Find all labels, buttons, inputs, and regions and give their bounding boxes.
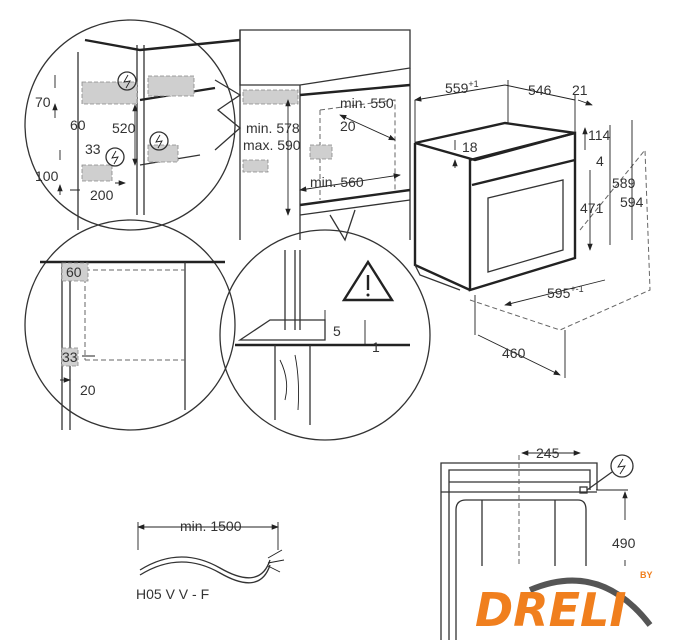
dim-20: 20 bbox=[80, 382, 96, 398]
logo-text: DRELI bbox=[475, 583, 626, 637]
dim-1: 1 bbox=[372, 339, 380, 355]
power-icon bbox=[117, 71, 137, 91]
dim-114: 114 bbox=[588, 127, 611, 143]
dreli-logo: DRELI BY bbox=[466, 566, 676, 640]
dim-70: 70 bbox=[35, 94, 51, 110]
cabinet-niche: min. 550 min. 578 max. 590 20 min. 560 bbox=[239, 29, 411, 240]
dim-559: 559+1 bbox=[445, 79, 479, 96]
cable-type: H05 V V - F bbox=[136, 586, 209, 602]
detail-circle-left: 60 33 20 bbox=[24, 219, 236, 431]
dim-460: 460 bbox=[502, 345, 526, 361]
dim-min-560: min. 560 bbox=[310, 174, 364, 190]
power-icon bbox=[149, 131, 169, 151]
dim-200: 200 bbox=[90, 187, 114, 203]
detail-circle-top: 70 60 520 33 100 200 bbox=[24, 19, 241, 231]
cable-length: min. 1500 bbox=[180, 518, 242, 534]
dim-595: 595+-1 bbox=[547, 284, 584, 301]
dim-589: 589 bbox=[612, 175, 636, 191]
dim-546: 546 bbox=[528, 82, 552, 98]
oven-dimensions: 559+1 546 21 18 114 4 589 594 471 595+-1… bbox=[415, 79, 651, 378]
dim-4: 4 bbox=[596, 153, 604, 169]
dim-20: 20 bbox=[340, 118, 356, 134]
dim-245: 245 bbox=[536, 445, 560, 461]
dim-21: 21 bbox=[572, 82, 588, 98]
dim-100: 100 bbox=[35, 168, 59, 184]
dim-min-578: min. 578 bbox=[246, 120, 300, 136]
power-icon bbox=[610, 454, 634, 478]
power-icon bbox=[105, 147, 125, 167]
dim-490: 490 bbox=[612, 535, 636, 551]
dim-min-550: min. 550 bbox=[340, 95, 394, 111]
dim-471: 471 bbox=[580, 200, 604, 216]
dim-594: 594 bbox=[620, 194, 644, 210]
side-view: 245 490 bbox=[440, 445, 636, 640]
dim-5: 5 bbox=[333, 323, 341, 339]
dim-60: 60 bbox=[66, 264, 82, 280]
dim-520: 520 bbox=[112, 120, 136, 136]
logo-by: BY bbox=[640, 570, 653, 580]
dim-60: 60 bbox=[70, 117, 86, 133]
dim-18: 18 bbox=[462, 139, 478, 155]
detail-circle-bottom: 5 1 bbox=[219, 229, 431, 441]
dim-33: 33 bbox=[85, 141, 101, 157]
dim-max-590: max. 590 bbox=[243, 137, 301, 153]
cable-spec: min. 1500 H05 V V - F bbox=[136, 518, 285, 602]
warning-icon bbox=[341, 259, 395, 302]
dim-33: 33 bbox=[62, 349, 78, 365]
